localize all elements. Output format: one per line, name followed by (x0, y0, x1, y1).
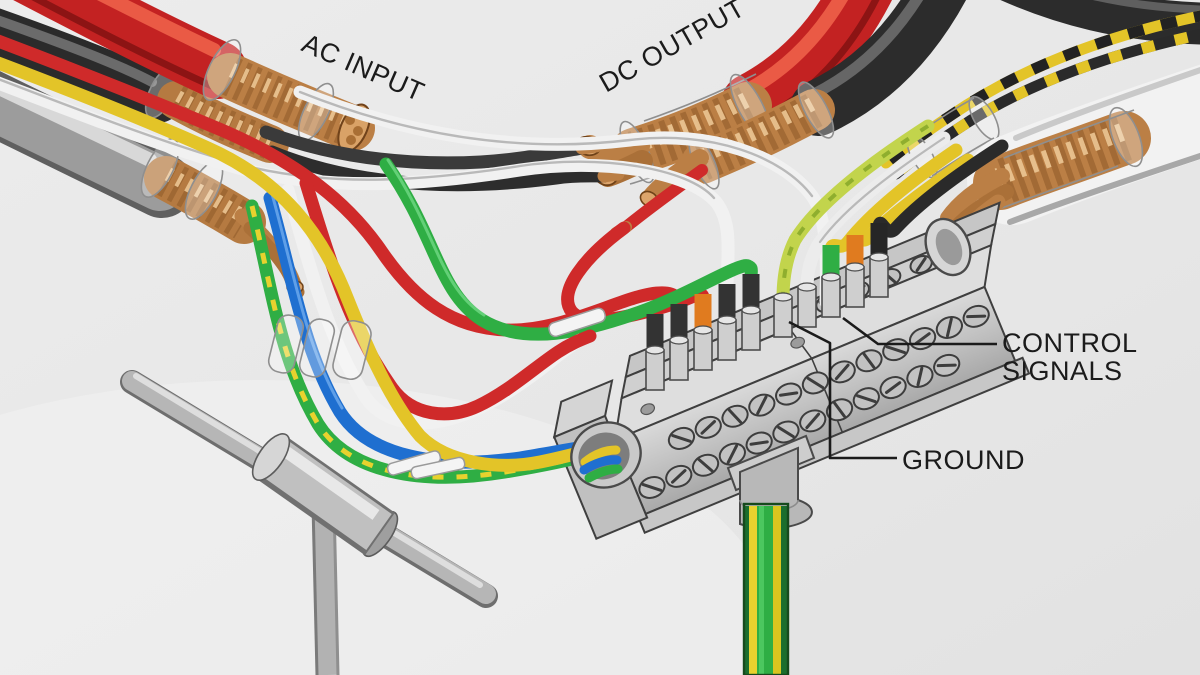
cable-tie-3 (548, 307, 606, 338)
white-sweep-wire-edge (298, 90, 814, 198)
rod-sleeve-body (260, 439, 392, 550)
ac-red-braid-shine (228, 63, 357, 129)
white-cable-edge-bottom (1007, 152, 1200, 225)
green-terminal-wire (379, 157, 758, 341)
dc-red-tube-edge-top (643, 73, 757, 122)
dc-black-braid-texture (694, 94, 823, 180)
cable-ties (386, 307, 606, 480)
control-leader-line (842, 316, 997, 346)
ground-cable-edge-right (781, 506, 787, 675)
ground-cable-yellow-left (749, 506, 757, 675)
black-pair-wire-1 (259, 125, 589, 170)
white-control-wire-edge (818, 136, 946, 244)
cable-tie-2 (410, 456, 466, 480)
black-pair-tip-2 (597, 167, 625, 183)
sleeve-red-white (332, 319, 372, 381)
ferrule-2 (669, 335, 689, 381)
twisted-pair-black-yellow-twist (892, 28, 1200, 179)
lime-control-stripe (781, 124, 930, 300)
block-mount-hole-2 (790, 336, 806, 349)
ground-leader-line (788, 320, 897, 460)
gray-cable-jacket (0, 76, 187, 211)
ac-red-cable-highlight (97, 0, 221, 57)
right-cable-gland (924, 217, 972, 277)
dc-black-cable-jacket (790, 0, 966, 136)
ground-cable-green-highlight (759, 506, 764, 675)
ac-black-cable-highlight (0, 15, 157, 87)
red-terminal-wire-long (0, 34, 686, 337)
ferrule-8 (821, 272, 841, 318)
bundle-green-yellow-stripe (249, 205, 601, 480)
grounding-rod (120, 370, 498, 675)
ac-red-cable-jacket (13, 0, 247, 99)
ground-cable-edge-left (745, 506, 749, 675)
rod-vertical-bar (312, 504, 338, 675)
ferrule-1 (645, 345, 665, 391)
ferrule-7 (797, 282, 817, 328)
white-terminal-wire-edge (0, 78, 716, 200)
ferrule-5 (741, 305, 761, 351)
braid-end-strand-3 (346, 135, 356, 145)
label-ground: GROUND (902, 445, 1025, 475)
gland-blue-stub (579, 455, 622, 475)
green-wire-highlight (386, 158, 486, 317)
bundle-blue-wire (263, 191, 611, 469)
ground-conductor (726, 434, 816, 675)
block-mount-hole-1 (640, 403, 656, 416)
dc-black-cable-highlight (808, 0, 924, 100)
ferrule-3 (693, 325, 713, 371)
screw-row-lower (638, 353, 961, 499)
braid-strand-a (940, 168, 1010, 226)
left-cable-gland (570, 421, 642, 489)
white-window-edge-top (1003, 109, 1135, 159)
ac-black-braid-shine (175, 90, 275, 146)
ferrule-10 (869, 252, 889, 298)
bundle-blue-highlight (270, 192, 344, 410)
sleeve-green (267, 314, 305, 374)
ac-red-cable-shadow (31, 0, 216, 90)
rod-bar-edge-left (311, 504, 319, 675)
dc-red-cable-highlight (741, 0, 849, 97)
white-braid-shine (994, 123, 1126, 186)
label-control-line1: CONTROL (1002, 328, 1138, 358)
white-terminal-wire (0, 76, 735, 291)
terminal-ferrules (645, 223, 889, 391)
corner-black-cable-highlight (1093, 0, 1200, 14)
white-window-ring (1108, 106, 1144, 168)
dc-red-cable-jacket (721, 0, 892, 135)
gland-green-stub (584, 464, 623, 483)
ac-red-tube-ring-a (202, 38, 242, 102)
white-window-edge-bottom (995, 165, 1119, 211)
wire-harness (0, 34, 1009, 484)
bundle-sleeves (267, 314, 372, 381)
ground-cable-outline (742, 502, 790, 675)
ground-cable (742, 502, 790, 675)
top-right-cable-group (880, 0, 1200, 253)
rod-sleeve-front-cap (251, 433, 291, 481)
ferrule-4 (717, 315, 737, 361)
black-pair-wire-2 (265, 145, 611, 192)
rod-sleeve-highlight (274, 441, 380, 520)
gray-braid-shine (164, 167, 250, 225)
label-control-line2: SIGNALS (1002, 356, 1123, 386)
ferrule-9 (845, 262, 865, 308)
right-gland-opening (935, 228, 963, 266)
bundle-yellow-wire (0, 56, 605, 472)
gland-yellow-stub (580, 445, 621, 467)
white-cable-edge-top (1013, 67, 1200, 141)
sleeve-blue (298, 318, 336, 378)
braid-end-strand-2 (353, 126, 363, 136)
ground-cable-yellow-right (773, 506, 781, 675)
dc-red-braid-shine (629, 92, 750, 154)
ferrule-6 (773, 292, 793, 338)
dc-black-tube-ring-a (797, 81, 835, 139)
